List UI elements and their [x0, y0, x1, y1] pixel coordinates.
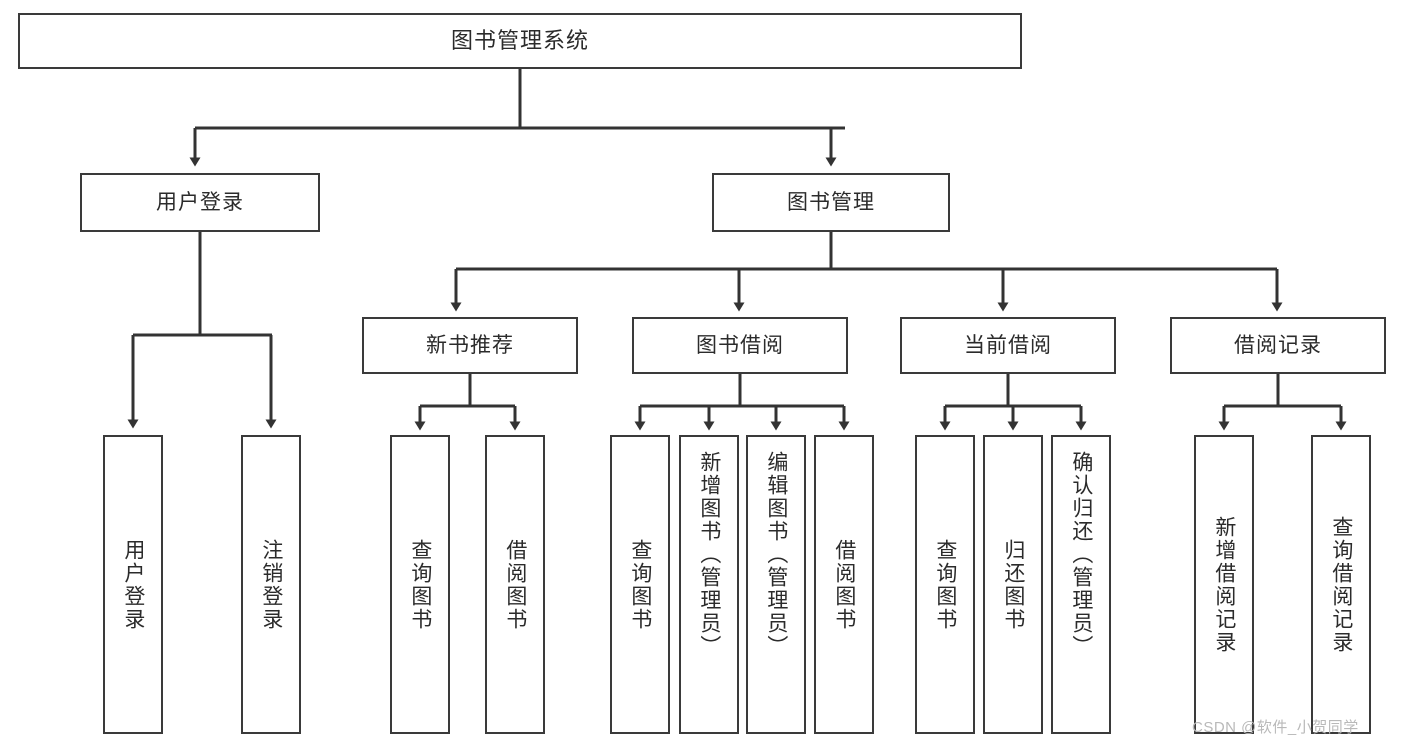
leaf-confirm-return-admin[interactable]: 确认归还（管理员） — [1051, 435, 1111, 734]
leaf-return-book[interactable]: 归还图书 — [983, 435, 1043, 734]
leaf-add-book-admin[interactable]: 新增图书（管理员） — [679, 435, 739, 734]
leaf-query-borrow-record[interactable]: 查询借阅记录 — [1311, 435, 1371, 734]
leaf-borrow-book-recommend[interactable]: 借阅图书 — [485, 435, 545, 734]
leaf-borrow-book[interactable]: 借阅图书 — [814, 435, 874, 734]
leaf-edit-book-admin[interactable]: 编辑图书（管理员） — [746, 435, 806, 734]
node-book-borrow[interactable]: 图书借阅 — [632, 317, 848, 374]
node-current-borrow[interactable]: 当前借阅 — [900, 317, 1116, 374]
node-root-system[interactable]: 图书管理系统 — [18, 13, 1022, 69]
node-borrow-record[interactable]: 借阅记录 — [1170, 317, 1386, 374]
leaf-query-book-current[interactable]: 查询图书 — [915, 435, 975, 734]
node-book-management[interactable]: 图书管理 — [712, 173, 950, 232]
leaf-query-book-recommend[interactable]: 查询图书 — [390, 435, 450, 734]
node-new-book-recommend[interactable]: 新书推荐 — [362, 317, 578, 374]
node-user-login[interactable]: 用户登录 — [80, 173, 320, 232]
leaf-user-login[interactable]: 用户登录 — [103, 435, 163, 734]
leaf-logout-login[interactable]: 注销登录 — [241, 435, 301, 734]
leaf-query-book-borrow[interactable]: 查询图书 — [610, 435, 670, 734]
csdn-watermark: CSDN @软件_小贺同学 — [1192, 719, 1359, 736]
leaf-add-borrow-record[interactable]: 新增借阅记录 — [1194, 435, 1254, 734]
